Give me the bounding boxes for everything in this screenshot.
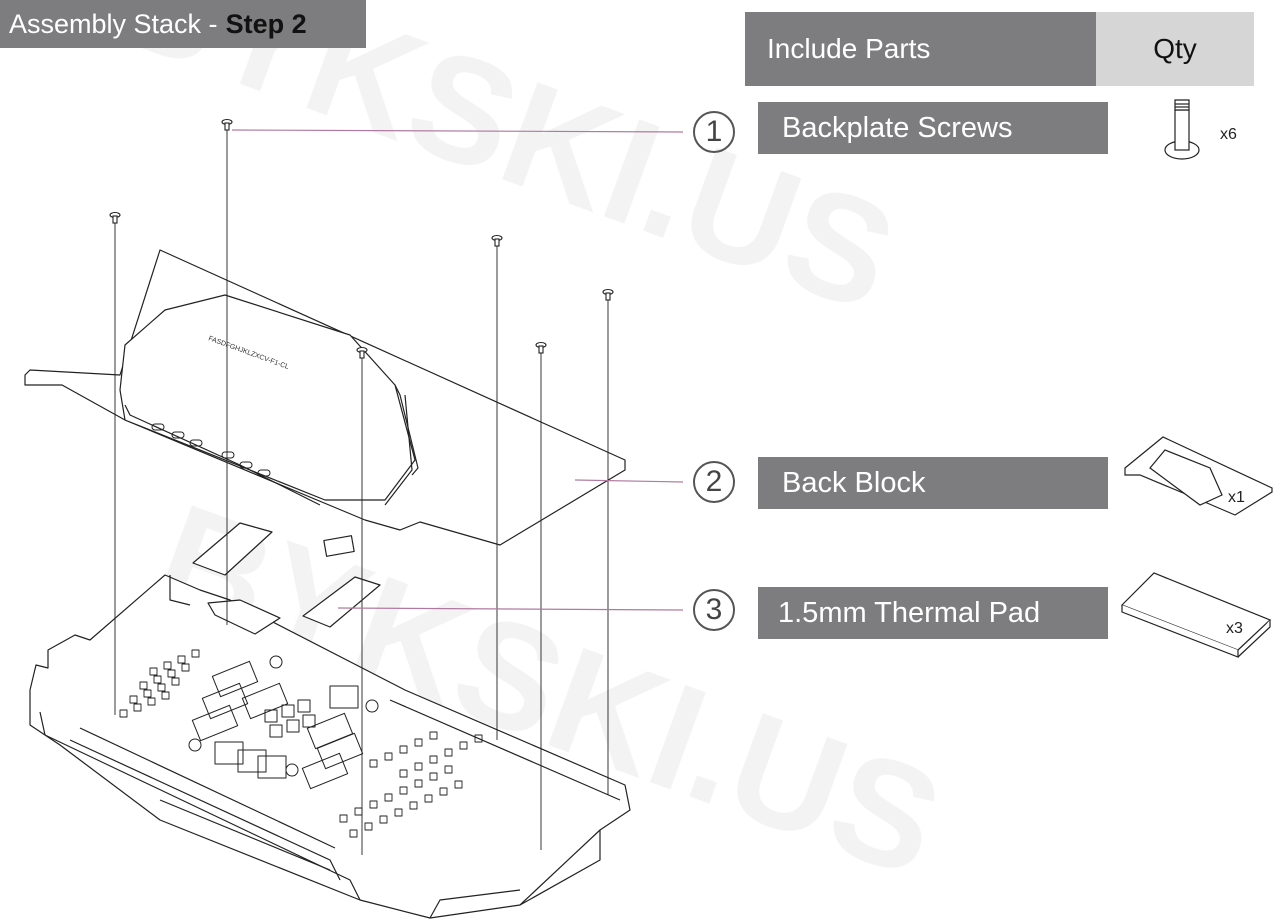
screw-qty-icon bbox=[1164, 99, 1200, 160]
screw-axis-lines bbox=[114, 128, 609, 855]
assembly-title: Assembly Stack - Step 2 bbox=[0, 0, 366, 48]
screw bbox=[221, 118, 233, 131]
backplate-screws bbox=[109, 118, 614, 359]
part-number-2: 2 bbox=[693, 461, 735, 503]
leader-line-3 bbox=[337, 607, 684, 611]
screw bbox=[602, 288, 614, 301]
gpu-pcb bbox=[29, 574, 631, 919]
part-qty-3: x3 bbox=[1226, 620, 1243, 637]
screw bbox=[356, 346, 368, 359]
part-label-thermal-pad: 1.5mm Thermal Pad bbox=[758, 587, 1108, 639]
assembly-title-text: Assembly Stack - bbox=[9, 8, 218, 39]
include-parts-header: Include Parts bbox=[745, 12, 1096, 86]
assembly-step: Step 2 bbox=[225, 8, 307, 39]
screw bbox=[491, 234, 503, 247]
leader-line-1 bbox=[231, 129, 684, 133]
leader-lines bbox=[231, 129, 684, 611]
qty-header: Qty bbox=[1096, 12, 1254, 86]
screw bbox=[109, 211, 121, 224]
part-qty-2: x1 bbox=[1228, 489, 1245, 506]
back-block bbox=[24, 249, 626, 546]
leader-line-2 bbox=[574, 479, 684, 483]
part-label-backplate-screws: Backplate Screws bbox=[758, 102, 1108, 154]
thermal-pad-qty-icon bbox=[1120, 572, 1272, 658]
thermal-pads bbox=[192, 522, 381, 635]
part-number-3: 3 bbox=[693, 589, 735, 631]
part-qty-1: x6 bbox=[1220, 126, 1237, 143]
part-label-back-block: Back Block bbox=[758, 457, 1108, 509]
part-number-1: 1 bbox=[693, 111, 735, 153]
back-block-qty-icon bbox=[1124, 436, 1273, 516]
screw bbox=[535, 341, 547, 354]
